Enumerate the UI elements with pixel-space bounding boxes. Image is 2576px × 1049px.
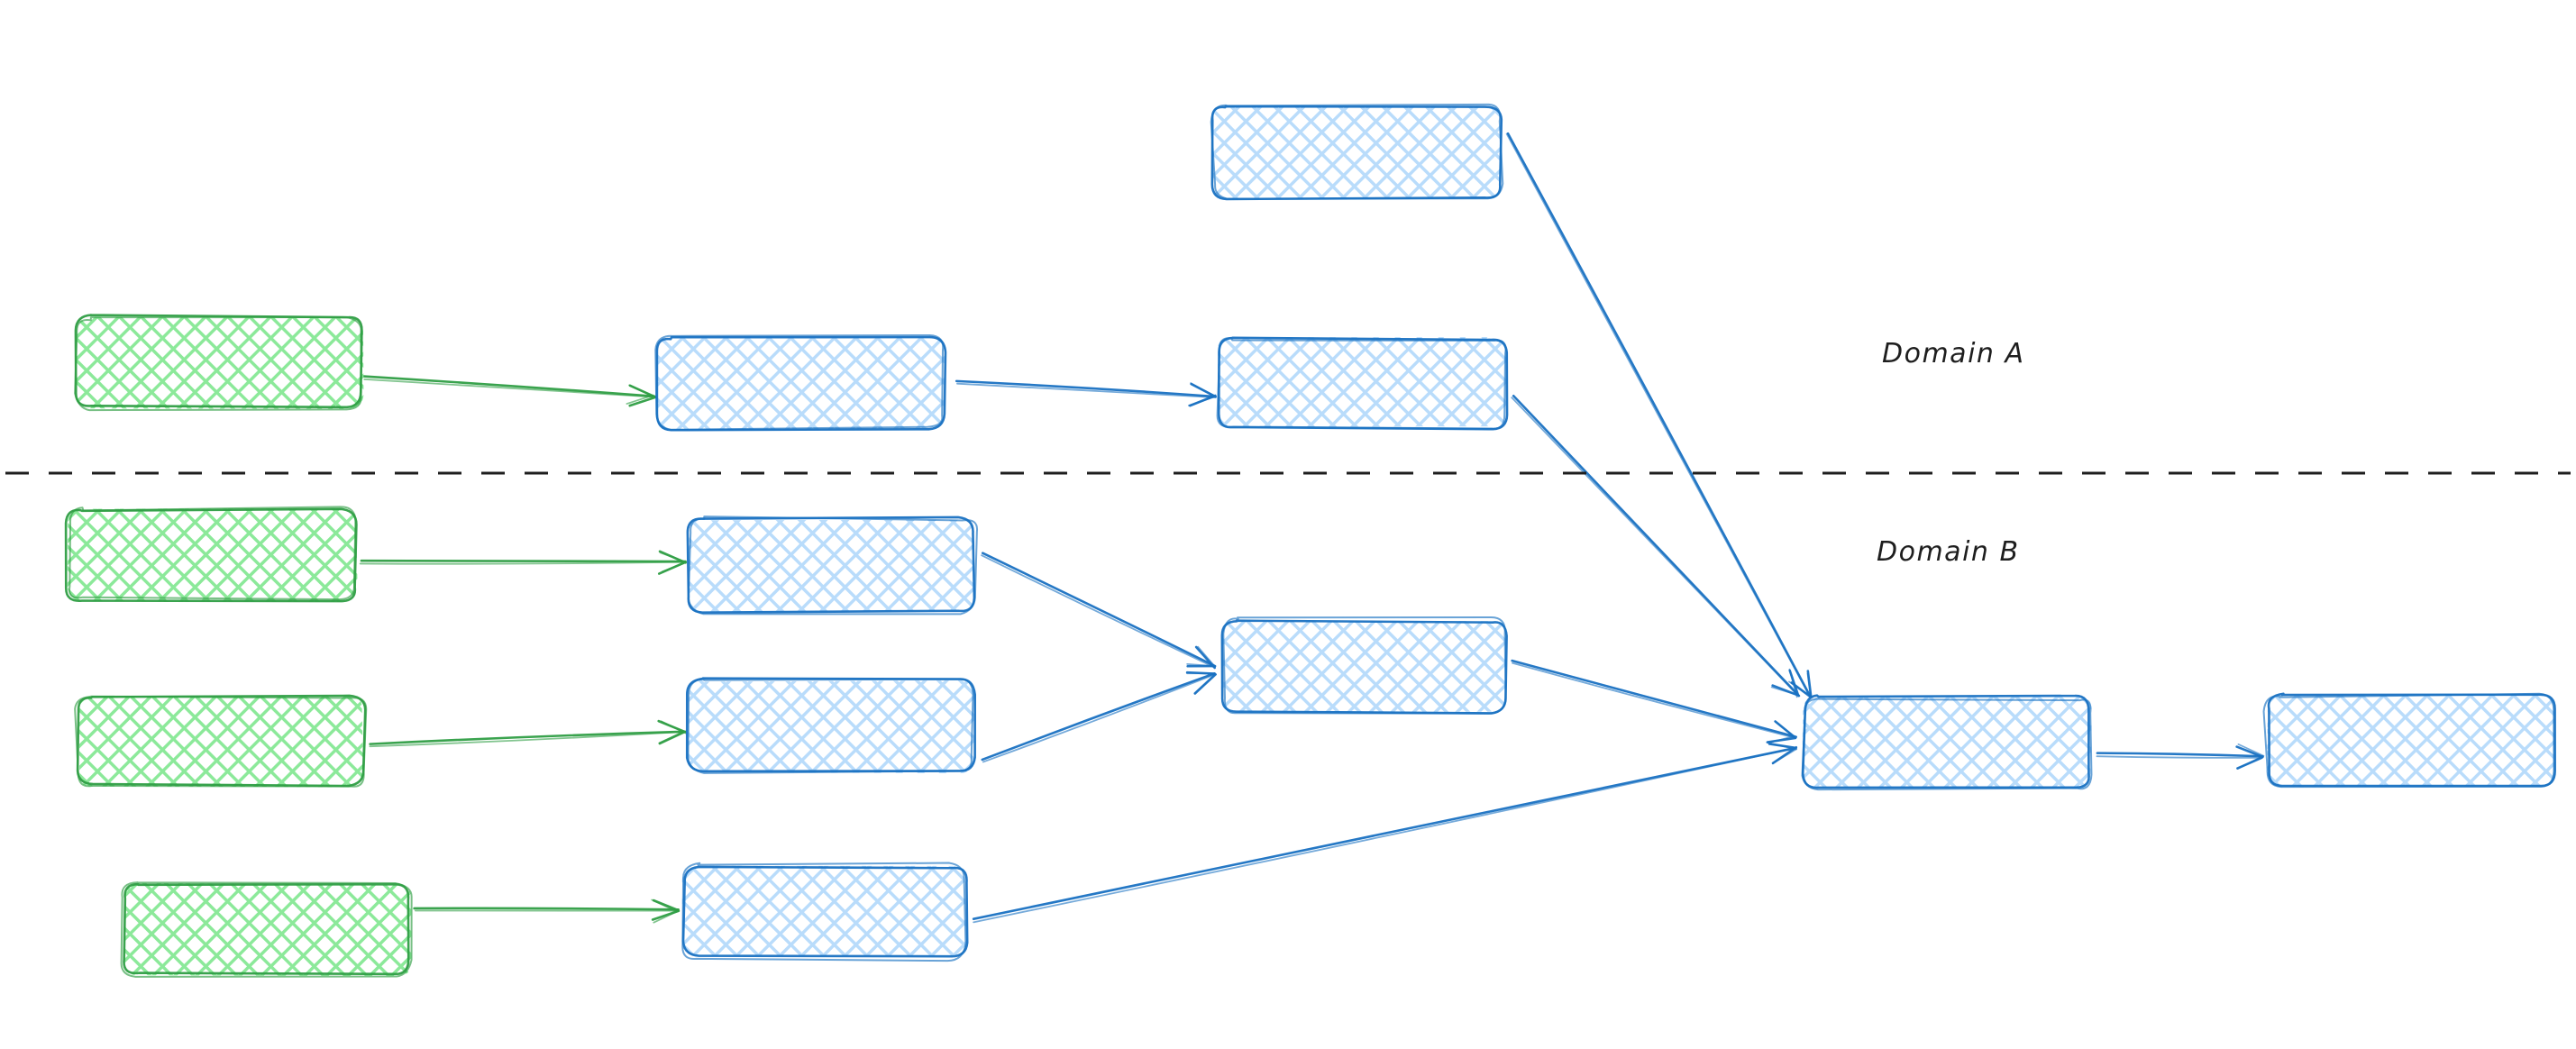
nodes-group	[64, 103, 2556, 978]
node-a-mid-1[interactable]	[654, 333, 947, 432]
node-a-src-1[interactable]	[74, 314, 364, 412]
edge-e11	[972, 741, 1798, 924]
label-domain-a: Domain A	[1882, 338, 2025, 369]
node-b-mid-2[interactable]	[685, 677, 976, 774]
node-b-src-3[interactable]	[120, 881, 413, 978]
edge-e2	[955, 379, 1218, 407]
edge-e3	[1505, 132, 1814, 700]
edges-group	[359, 132, 2265, 924]
node-a-end-1[interactable]	[1216, 336, 1509, 431]
node-b-hub-1[interactable]	[1220, 616, 1508, 715]
edge-e7	[413, 898, 681, 924]
edge-e1	[362, 375, 657, 407]
edge-e5	[359, 550, 687, 575]
edge-e9	[981, 670, 1217, 763]
label-domain-b: Domain B	[1877, 536, 2020, 568]
node-b-hub-2[interactable]	[1801, 694, 2093, 791]
node-b-mid-3[interactable]	[681, 862, 969, 962]
node-b-mid-1[interactable]	[686, 515, 979, 616]
edge-e10	[1511, 659, 1798, 744]
node-a-top-1[interactable]	[1210, 103, 1504, 201]
edge-e8	[981, 552, 1217, 670]
node-b-src-1[interactable]	[64, 506, 358, 603]
edge-e6	[369, 719, 687, 748]
node-b-out-1[interactable]	[2262, 692, 2556, 789]
node-b-src-2[interactable]	[74, 694, 368, 788]
edge-e4	[1511, 394, 1801, 698]
edge-e12	[2096, 743, 2265, 770]
